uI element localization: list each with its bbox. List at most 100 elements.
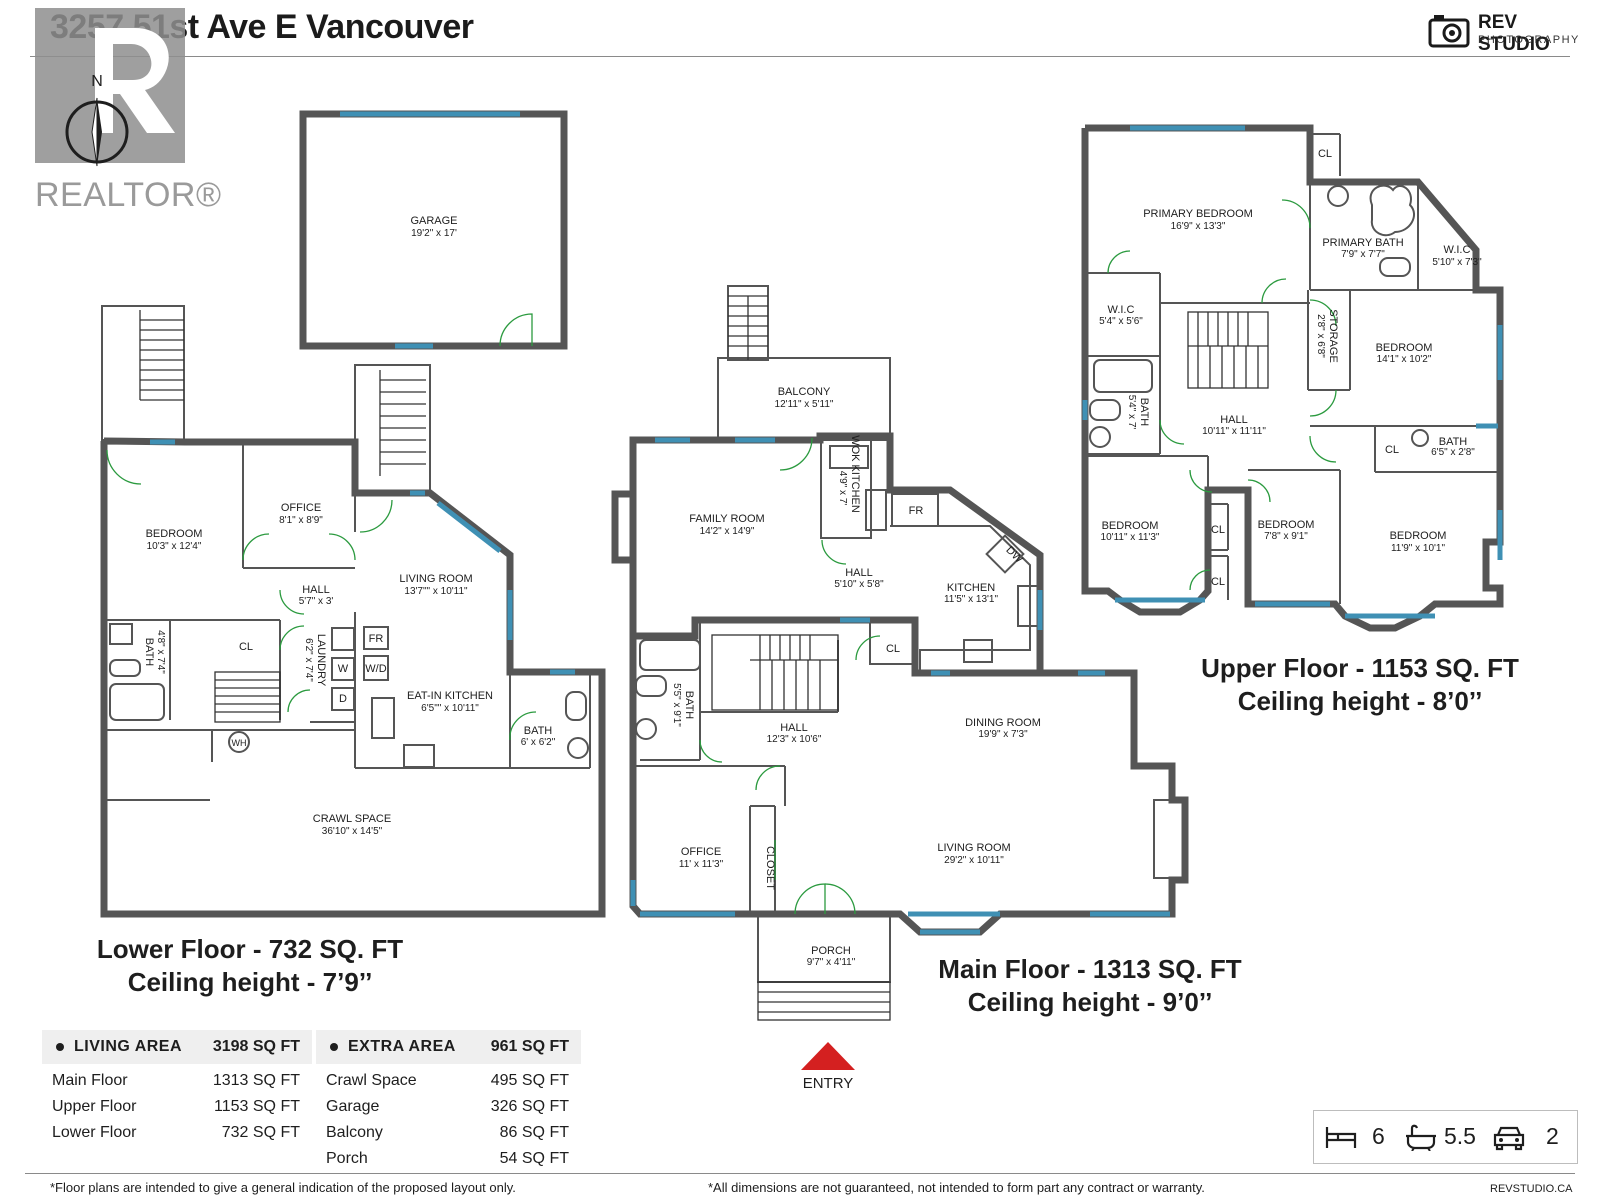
room-closet: CLOSET [764,846,776,890]
room-lower-bath-dim: 4'8" x 7'4" [155,630,166,674]
room-wic1: W.I.C [1108,304,1135,316]
room-upper-closet2: CL [1385,444,1399,456]
room-lower-bath2-dim: 6' x 6'2" [521,737,556,748]
living-area-header: LIVING AREA 3198 SQ FT [42,1030,312,1064]
room-main-bath-dim: 5'5" x 9'1" [671,683,682,727]
room-main-hall2: HALL [780,722,808,734]
appliance-dishwasher: DW [1003,544,1025,566]
lower-floor-outline [100,305,606,918]
room-family-dim: 14'2" x 14'9" [700,526,755,537]
room-garage-dim: 19'2" x 17' [411,228,457,239]
realtor-logo-icon [35,8,185,163]
room-upper-hall-dim: 10'11" x 11'11" [1202,426,1266,437]
extra-area-header: EXTRA AREA 961 SQ FT [316,1030,581,1064]
living-area-label: LIVING AREA [74,1038,183,1055]
bath-icon [1406,1124,1436,1151]
compass-north-label: N [91,73,103,90]
bed-icon [1325,1127,1357,1148]
room-dining-dim: 19'9" x 7'3" [978,729,1028,740]
room-upper-closet4: CL [1211,576,1225,588]
room-bedroom-a-dim: 14'1" x 10'2" [1377,354,1432,365]
room-wic2: W.I.C [1444,244,1471,256]
room-porch-dim: 9'7" x 4'11" [807,957,856,968]
room-main-bath: BATH [683,691,695,720]
bathroom-count: 5.5 [1444,1123,1476,1149]
room-main-kitchen: KITCHEN [947,582,995,594]
room-lower-bedroom-dim: 10'3" x 12'4" [147,541,202,552]
room-bedroom-c-dim: 7'8" x 9'1" [1264,531,1308,542]
footer-divider [25,1173,1575,1174]
room-main-office-dim: 11' x 11'3" [679,859,724,870]
room-crawl: CRAWL SPACE [313,813,391,825]
appliance-washer: W [338,663,349,675]
bullet-icon [56,1042,64,1051]
room-main-living-dim: 29'2" x 10'11" [944,855,1004,866]
room-lower-bath2: BATH [524,725,553,737]
room-main-hall: HALL [845,567,873,579]
room-wic2-dim: 5'10" x 7'3" [1432,257,1482,268]
room-lower-living-dim: 13'7"" x 10'11" [404,586,468,597]
room-dining: DINING ROOM [965,717,1041,729]
room-wok-kitchen: WOK KITCHEN [849,435,861,513]
room-family: FAMILY ROOM [689,513,764,525]
room-garage: GARAGE [410,215,457,227]
room-primary-bath-dim: 7'9" x 7'7" [1341,249,1385,260]
main-floor-outline [611,285,1189,1070]
upper-floor-ceiling: Ceiling height - 8’0’’ [1237,686,1483,716]
entry-arrow-icon [801,1042,855,1070]
room-lower-hall: HALL [302,584,330,596]
room-wok-kitchen-dim: 4'9" x 7' [837,471,848,506]
room-primary-bath: PRIMARY BATH [1322,237,1403,249]
appliance-washer-dryer: W/D [365,663,386,675]
brand-name: REV STUDIO [1478,12,1550,55]
room-lower-bedroom: BEDROOM [146,528,203,540]
room-main-office: OFFICE [681,846,721,858]
room-upper-closet1: CL [1318,148,1332,160]
room-balcony: BALCONY [778,386,831,398]
room-main-hall2-dim: 12'3" x 10'6" [767,734,822,745]
bullet-icon [330,1042,338,1051]
room-main-hall-dim: 5'10" x 5'8" [834,579,884,590]
appliance-fridge-lower: FR [369,633,384,645]
room-lower-office: OFFICE [281,502,321,514]
room-upper-hall: HALL [1220,414,1248,426]
extra-area-total: 961 SQ FT [490,1038,569,1055]
living-area-total: 3198 SQ FT [212,1038,300,1055]
room-balcony-dim: 12'11" x 5'11" [775,399,834,410]
parking-count: 2 [1546,1123,1559,1149]
room-lower-living: LIVING ROOM [399,573,472,585]
main-floor-ceiling: Ceiling height - 9’0’’ [967,987,1213,1017]
footer-disclaimer-layout: *Floor plans are intended to give a gene… [50,1180,516,1195]
bedroom-count: 6 [1372,1123,1385,1149]
room-bedroom-d-dim: 11'9" x 10'1" [1391,543,1446,554]
footer-disclaimer-dimensions: *All dimensions are not guaranteed, not … [708,1180,1205,1195]
room-upper-bath-dim: 5'4" x 7' [1126,395,1137,430]
upper-floor-caption: Upper Floor - 1153 SQ. FT Ceiling height… [1190,652,1530,718]
entry-label: ENTRY [803,1075,854,1092]
appliance-dryer: D [339,693,347,705]
room-lower-laundry: LAUNDRY [315,634,327,687]
lower-floor-ceiling: Ceiling height - 7’9’’ [127,967,373,997]
room-lower-kitchen: EAT-IN KITCHEN [407,690,493,702]
room-crawl-dim: 36'10" x 14'5" [322,826,383,837]
lower-floor-caption: Lower Floor - 732 SQ. FT Ceiling height … [90,933,410,999]
car-icon [1493,1126,1525,1151]
room-storage: STORAGE [1327,309,1339,363]
compass-icon: N [65,73,129,167]
lower-floor-area: Lower Floor - 732 SQ. FT [96,934,404,964]
room-upper-bath2: BATH [1439,436,1468,448]
appliance-fridge-main: FR [909,505,924,517]
realtor-wordmark: REALTOR® [35,176,222,214]
brand-logo: REV STUDIO PHOTOGRAPHY [1428,10,1578,55]
main-floor-caption: Main Floor - 1313 SQ. FT Ceiling height … [920,953,1260,1019]
realtor-watermark: REALTOR® [35,8,221,214]
room-upper-bath2-dim: 6'5" x 2'8" [1431,447,1475,458]
